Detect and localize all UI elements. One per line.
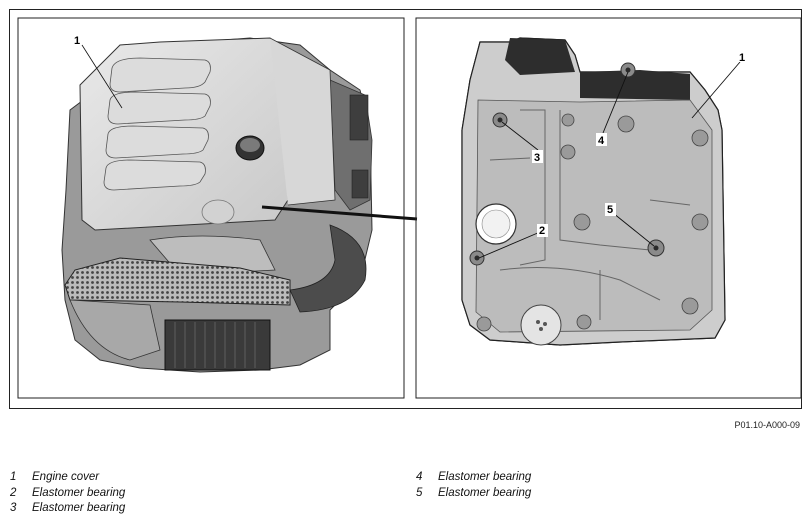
right-panel	[415, 17, 802, 399]
legend-text: Elastomer bearing	[32, 502, 126, 514]
legend-item: 2 Elastomer bearing	[10, 486, 125, 502]
legend-item: 4 Elastomer bearing	[416, 470, 531, 486]
right-callout-1: 1	[739, 52, 745, 64]
legend-number: 1	[10, 471, 17, 483]
left-panel	[17, 17, 405, 399]
legend-number: 4	[416, 471, 423, 483]
left-callout-1: 1	[74, 35, 80, 47]
legend-text: Elastomer bearing	[32, 486, 126, 499]
right-callout-4: 4	[598, 135, 605, 147]
right-callout-3: 3	[534, 152, 540, 164]
right-callout-5: 5	[607, 204, 613, 216]
legend-item: 3 Elastomer bearing	[10, 501, 125, 517]
legend-number: 3	[10, 502, 17, 514]
right-callout-2: 2	[539, 225, 545, 237]
figure-id: P01.10-A000-09	[734, 420, 800, 430]
legend-item: 5 Elastomer bearing	[416, 486, 531, 502]
legend-text: Elastomer bearing	[438, 471, 532, 483]
legend-number: 5	[416, 486, 423, 499]
legend-text: Engine cover	[32, 471, 100, 483]
legend-number: 2	[10, 486, 17, 499]
legend-item: 1 Engine cover	[10, 470, 125, 486]
legend-text: Elastomer bearing	[438, 486, 532, 499]
